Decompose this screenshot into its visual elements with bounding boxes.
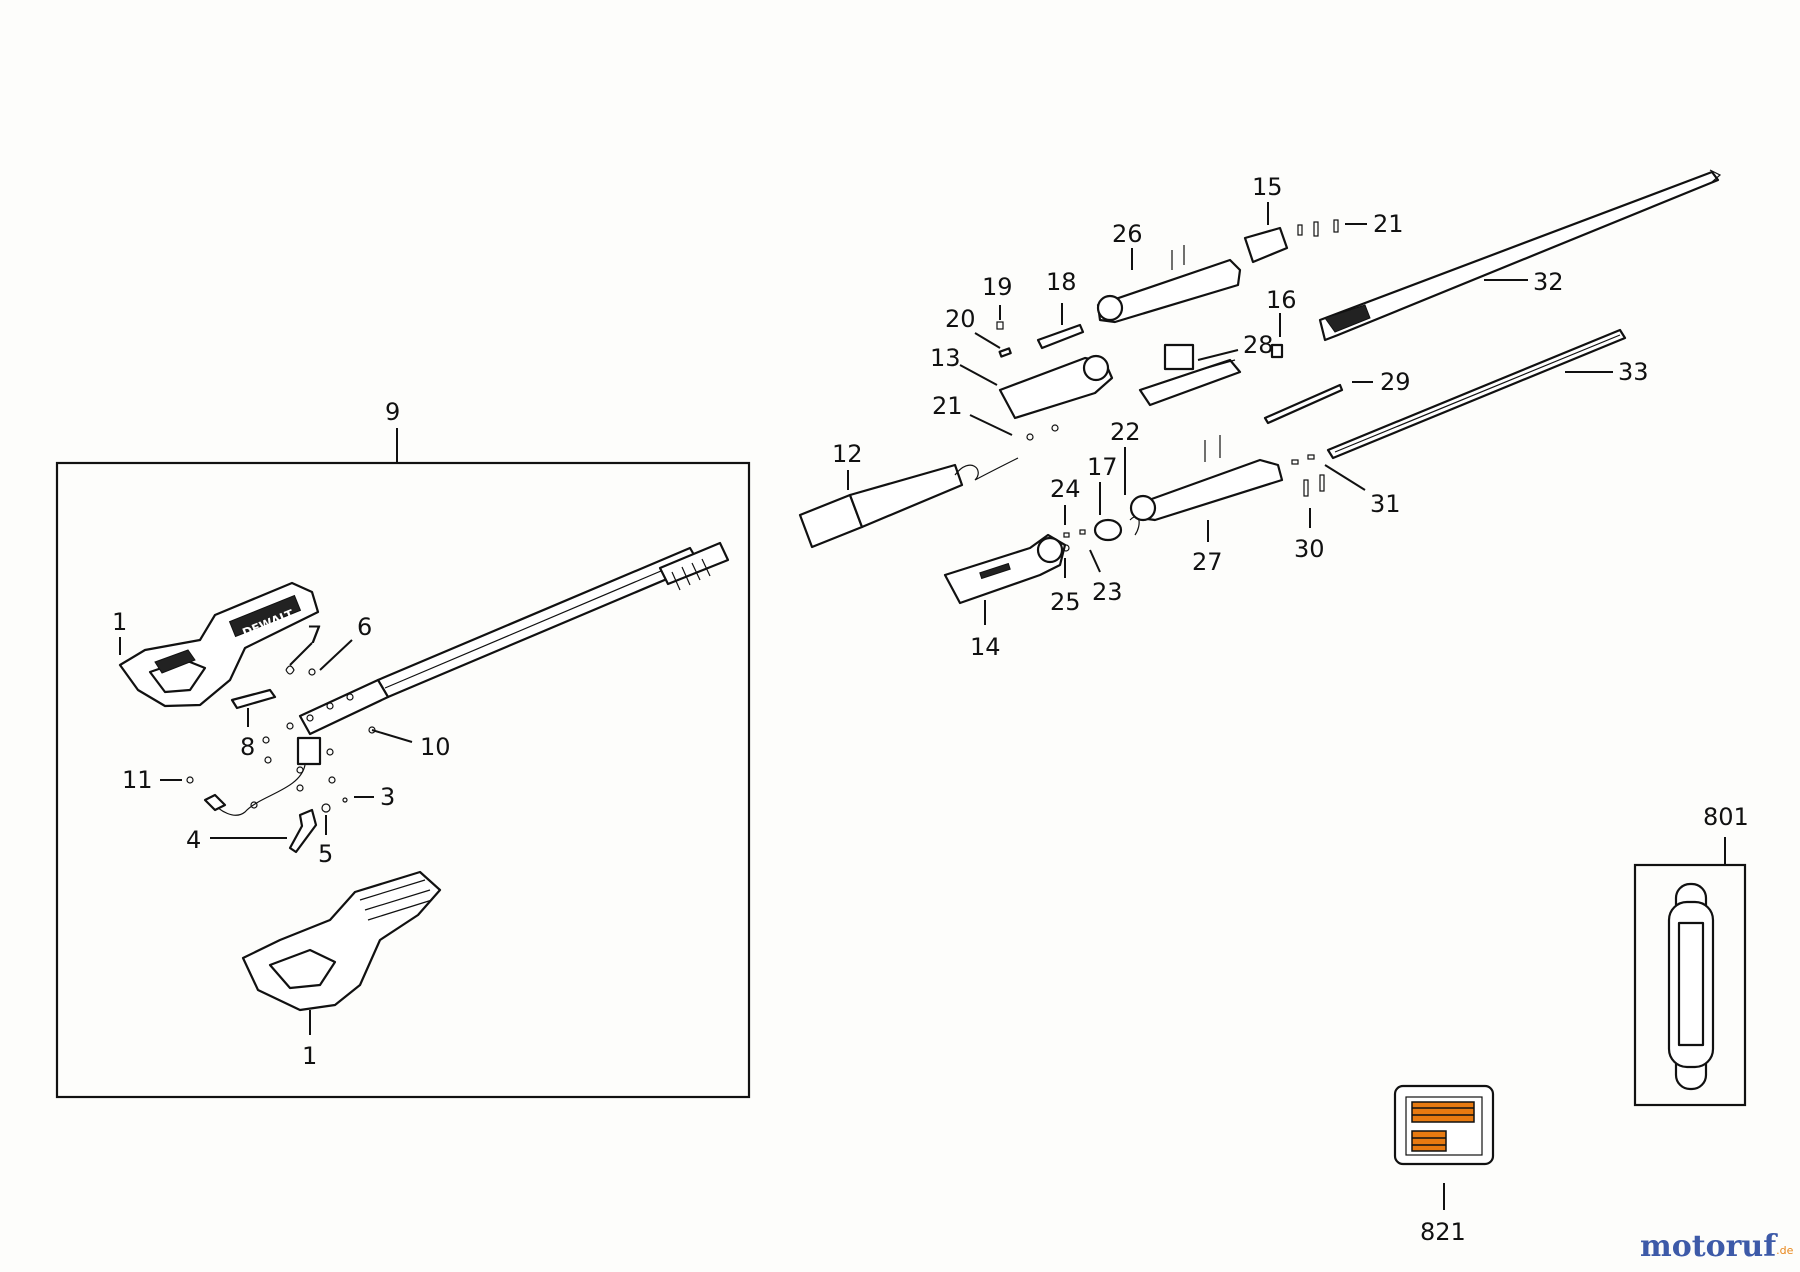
callout-21a: 21: [932, 392, 963, 420]
callout-15: 15: [1252, 173, 1283, 201]
blade-guard-33: [1326, 328, 1627, 460]
accessory-801-blade-sheath: [1633, 863, 1747, 1107]
upper-gear-case-26: [1096, 245, 1242, 324]
gear-assembly-28: [1138, 343, 1242, 407]
callout-28: 28: [1243, 331, 1274, 359]
blade-cover-15: [1243, 226, 1289, 264]
callout-11: 11: [122, 766, 153, 794]
callout-26: 26: [1112, 220, 1143, 248]
rear-handle-housing: [241, 870, 442, 1012]
callout-25: 25: [1050, 588, 1081, 616]
callout-10: 10: [420, 733, 451, 761]
callout-32: 32: [1533, 268, 1564, 296]
ring-17: [1093, 518, 1123, 542]
callout-3: 3: [380, 783, 395, 811]
callout-12: 12: [832, 440, 863, 468]
assembly-box-9: [55, 461, 751, 1099]
connecting-rod-29: [1263, 383, 1344, 425]
callout-14: 14: [970, 633, 1001, 661]
callout-21b: 21: [1373, 210, 1404, 238]
watermark: motoruf.de: [1640, 1229, 1794, 1264]
callout-16: 16: [1266, 286, 1297, 314]
gear-housing-14: [943, 533, 1067, 605]
callout-5: 5: [318, 840, 333, 868]
callout-30: 30: [1294, 535, 1325, 563]
callout-9: 9: [385, 398, 400, 426]
shaft-tube: [298, 541, 730, 736]
callout-7: 7: [307, 621, 322, 649]
callout-17: 17: [1087, 453, 1118, 481]
tube-end-12: [798, 457, 1019, 549]
callout-24: 24: [1050, 475, 1081, 503]
screw-set-21-top: [1297, 219, 1339, 237]
callout-29: 29: [1380, 368, 1411, 396]
callout-4: 4: [186, 826, 201, 854]
lower-gear-case-27: [1129, 435, 1284, 522]
callout-6: 6: [357, 613, 372, 641]
callout-1b: 1: [302, 1042, 317, 1070]
cutting-blade-32: [1318, 169, 1722, 342]
callout-20: 20: [945, 305, 976, 333]
callout-31: 31: [1370, 490, 1401, 518]
switch-wiring: [186, 736, 348, 854]
accessory-821-label: [1393, 1084, 1495, 1166]
callout-801: 801: [1703, 803, 1749, 831]
callout-18: 18: [1046, 268, 1077, 296]
callout-8: 8: [240, 733, 255, 761]
callout-13: 13: [930, 344, 961, 372]
callout-821: 821: [1420, 1218, 1466, 1246]
front-handle-housing: DEWALT: [118, 581, 320, 708]
switch-parts: [230, 665, 316, 710]
callout-27: 27: [1192, 548, 1223, 576]
bushing-16: [1270, 343, 1284, 359]
pins-23-25: [1062, 529, 1086, 552]
callout-23: 23: [1092, 578, 1123, 606]
callout-19: 19: [982, 273, 1013, 301]
callout-33: 33: [1618, 358, 1649, 386]
gear-housing-13: [998, 354, 1114, 420]
callout-1a: 1: [112, 608, 127, 636]
callout-22: 22: [1110, 418, 1141, 446]
